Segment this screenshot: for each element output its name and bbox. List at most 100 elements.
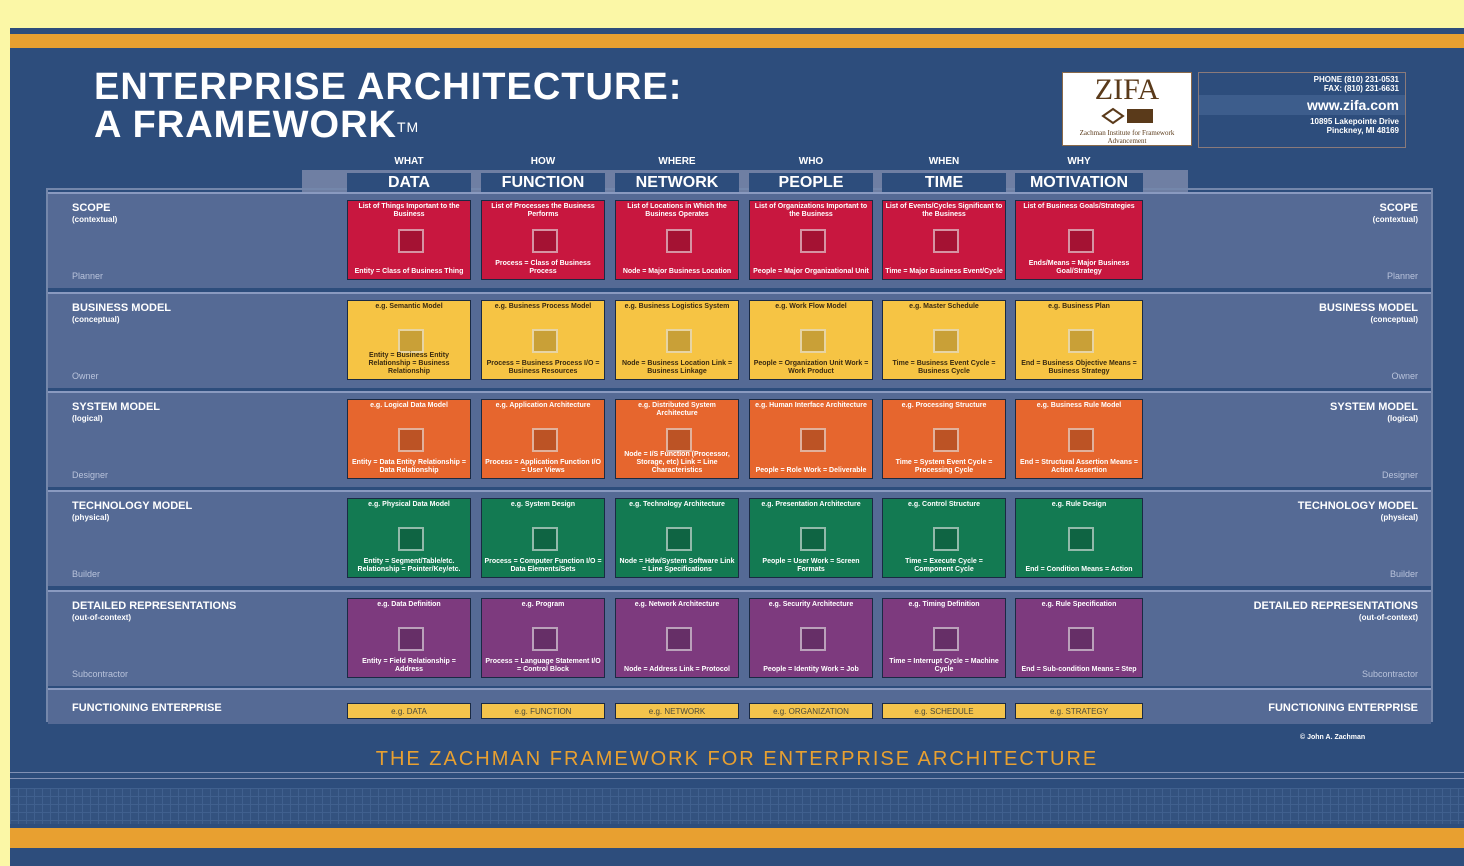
column-header-0: DATA xyxy=(347,173,471,193)
cell-definition: Entity = Class of Business Thing xyxy=(354,268,464,275)
row-name: SCOPE xyxy=(1379,202,1418,214)
cell-title: e.g. Application Architecture xyxy=(495,402,591,409)
row-label-left: BUSINESS MODEL(conceptual) xyxy=(72,302,171,326)
column-question: WHAT xyxy=(394,156,424,167)
row-name: SYSTEM MODEL xyxy=(1329,401,1418,413)
framework-cell[interactable]: List of Locations in Which the Business … xyxy=(615,200,739,280)
row-subtitle: (out-of-context) xyxy=(1358,613,1418,622)
row-name: TECHNOLOGY MODEL xyxy=(1297,500,1418,512)
functioning-cell[interactable]: e.g. STRATEGY xyxy=(1015,703,1143,719)
cell-diagram-icon xyxy=(800,428,826,452)
cell-diagram-icon xyxy=(933,527,959,551)
row-role-left: Builder xyxy=(72,569,101,579)
functioning-cell[interactable]: e.g. ORGANIZATION xyxy=(749,703,873,719)
cell-diagram-icon xyxy=(666,527,692,551)
cell-title: e.g. Rule Design xyxy=(1051,501,1107,508)
framework-cell[interactable]: List of Events/Cycles Significant to the… xyxy=(882,200,1006,280)
cell-definition: End = Sub-condition Means = Step xyxy=(1021,666,1137,673)
website-link[interactable]: www.zifa.com xyxy=(1199,95,1405,115)
cell-diagram-icon xyxy=(1068,627,1094,651)
functioning-cell[interactable]: e.g. FUNCTION xyxy=(481,703,605,719)
row-subtitle: (physical) xyxy=(1380,513,1418,522)
cell-diagram-icon xyxy=(800,329,826,353)
cell-title: e.g. System Design xyxy=(510,501,576,508)
address-line-1: 10895 Lakepointe Drive xyxy=(1310,117,1399,126)
cell-definition: Entity = Segment/Table/etc. Relationship… xyxy=(357,558,461,573)
cell-title: e.g. Data Definition xyxy=(377,601,441,608)
cell-title: e.g. Physical Data Model xyxy=(368,501,450,508)
cell-title: e.g. Business Rule Model xyxy=(1036,402,1122,409)
row-role-right: Builder xyxy=(1389,569,1418,579)
functioning-cell[interactable]: e.g. SCHEDULE xyxy=(882,703,1006,719)
cell-diagram-icon xyxy=(933,229,959,253)
copyright: © John A. Zachman xyxy=(1300,734,1366,741)
row-label-left: DETAILED REPRESENTATIONS(out-of-context) xyxy=(72,600,236,624)
functioning-cell[interactable]: e.g. DATA xyxy=(347,703,471,719)
framework-poster: ENTERPRISE ARCHITECTURE: A FRAMEWORKTM Z… xyxy=(10,28,1464,866)
row-role-right: Owner xyxy=(1391,371,1418,381)
row-subtitle: (logical) xyxy=(1387,414,1418,423)
title-line-1: ENTERPRISE ARCHITECTURE: xyxy=(94,66,683,108)
column-question: HOW xyxy=(530,156,556,167)
cell-title: e.g. Business Plan xyxy=(1048,303,1110,310)
row-name: TECHNOLOGY MODEL xyxy=(72,500,193,512)
column-question: WHO xyxy=(798,156,824,167)
functioning-label-left: FUNCTIONING ENTERPRISE xyxy=(72,702,222,714)
column-header-1: FUNCTION xyxy=(481,173,605,193)
framework-cell[interactable]: List of Organizations Important to the B… xyxy=(749,200,873,280)
cell-definition: Node = Business Location Link = Business… xyxy=(621,360,733,375)
functioning-cell[interactable]: e.g. NETWORK xyxy=(615,703,739,719)
cell-definition: End = Structural Assertion Means = Actio… xyxy=(1020,459,1138,474)
phone: PHONE (810) 231-0531 xyxy=(1313,75,1399,84)
address-line-2: Pinckney, MI 48169 xyxy=(1326,126,1399,135)
column-header-2: NETWORK xyxy=(615,173,739,193)
framework-cell[interactable]: List of Things Important to the Business… xyxy=(347,200,471,280)
cell-title: List of Organizations Important to the B… xyxy=(754,203,868,218)
cell-title: e.g. Rule Specification xyxy=(1041,601,1117,608)
row-name: SCOPE xyxy=(72,202,111,214)
cell-diagram-icon xyxy=(933,428,959,452)
row-name: DETAILED REPRESENTATIONS xyxy=(72,600,237,612)
fax: FAX: (810) 231-6631 xyxy=(1323,84,1399,93)
row-subtitle: (contextual) xyxy=(72,215,118,224)
row-subtitle: (logical) xyxy=(72,414,103,423)
cell-diagram-icon xyxy=(398,428,424,452)
cell-definition: People = Identity Work = Job xyxy=(763,666,859,673)
title-line-2: A FRAMEWORK xyxy=(94,104,397,146)
cell-diagram-icon xyxy=(800,527,826,551)
divider xyxy=(10,772,1464,773)
row-role-right: Subcontractor xyxy=(1361,669,1418,679)
row-role-right: Planner xyxy=(1386,271,1418,281)
cell-diagram-icon xyxy=(532,428,558,452)
cell-title: e.g. Distributed System Architecture xyxy=(638,402,716,417)
row-name: BUSINESS MODEL xyxy=(1318,302,1418,314)
framework-row xyxy=(48,192,1431,288)
cell-title: e.g. Timing Definition xyxy=(908,601,980,608)
